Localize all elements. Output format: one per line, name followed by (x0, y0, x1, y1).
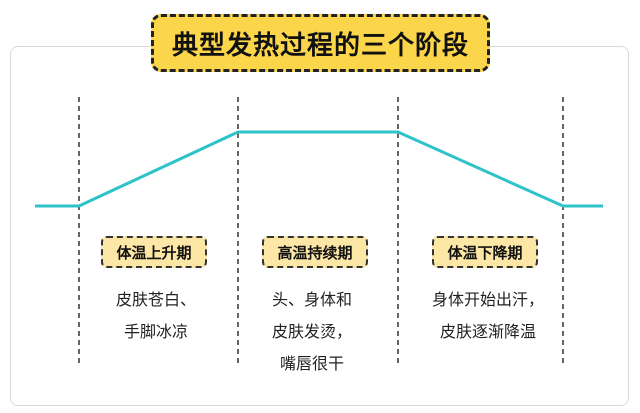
stage-desc-line: 皮肤逐渐降温 (439, 322, 536, 341)
stage-desc-falling: 身体开始出汗， 皮肤逐渐降温 (418, 284, 558, 348)
diagram-title: 典型发热过程的三个阶段 (171, 30, 469, 61)
stage-desc-line: 身体开始出汗， (431, 290, 544, 309)
title-badge: 典型发热过程的三个阶段 (151, 14, 490, 72)
stage-desc-line: 皮肤发烫， (271, 322, 352, 341)
stage-desc-line: 手脚冰凉 (123, 322, 188, 341)
stage-desc-line: 皮肤苍白、 (115, 290, 196, 309)
stage-desc-rising: 皮肤苍白、 手脚冰凉 (96, 284, 216, 348)
stage-badge-rising: 体温上升期 (101, 236, 207, 268)
stage-label-falling: 体温下降期 (447, 243, 523, 262)
stage-desc-plateau: 头、身体和 皮肤发烫， 嘴唇很干 (252, 284, 372, 380)
stage-label-rising: 体温上升期 (116, 243, 192, 262)
stage-badge-plateau: 高温持续期 (262, 236, 368, 268)
stage-label-plateau: 高温持续期 (277, 243, 353, 262)
stage-desc-line: 头、身体和 (271, 290, 352, 309)
temperature-curve-line (35, 130, 603, 208)
stage-desc-line: 嘴唇很干 (279, 354, 344, 373)
stage-badge-falling: 体温下降期 (432, 236, 538, 268)
